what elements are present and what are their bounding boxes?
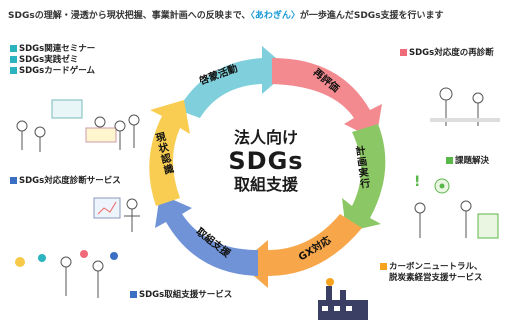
arrow-segment-support xyxy=(155,194,258,276)
service-diagnosis: SDGs対応度診断サービス xyxy=(19,176,121,186)
diagnosis-illustration xyxy=(93,197,140,232)
center-title-line3: 取組支援 xyxy=(233,175,298,194)
service-card-game: SDGsカードゲーム xyxy=(19,66,95,76)
reevaluation-illustration xyxy=(430,87,500,126)
service-carbon-neutral: カーボンニュートラル、 xyxy=(389,262,483,272)
headline-suffix: が一歩進んだSDGs支援を行います xyxy=(299,11,444,21)
headline: SDGsの理解・浸透から現状把握、事業計画への反映まで、〈あわぎん〉が一歩進んだ… xyxy=(8,8,444,21)
service-seminar: SDGs関連セミナー xyxy=(19,44,96,54)
services-mid-right: 課題解決 xyxy=(446,156,489,167)
center-title-line2: SDGs xyxy=(228,147,304,175)
services-top-left: SDGs関連セミナー SDGs実践ゼミ SDGsカードゲーム xyxy=(10,44,95,77)
arrow-segment-reevaluation xyxy=(272,58,382,140)
arrow-segment-gx xyxy=(240,214,362,288)
service-rediagnosis: SDGs対応度の再診断 xyxy=(409,48,494,58)
factory-illustration xyxy=(318,278,368,320)
services-mid-left: SDGs対応度診断サービス xyxy=(10,176,121,187)
headline-brand: 〈あわぎん〉 xyxy=(250,11,300,21)
arrow-segment-enlightenment xyxy=(178,46,290,118)
problem-solving-illustration: ! xyxy=(414,174,499,239)
service-practice-seminar: SDGs実践ゼミ xyxy=(19,55,79,65)
arrow-segment-plan-execution xyxy=(342,124,386,232)
service-problem-solving: 課題解決 xyxy=(455,156,490,166)
services-bottom-left: SDGs取組支援サービス xyxy=(130,290,232,301)
services-top-right: SDGs対応度の再診断 xyxy=(400,48,494,59)
support-illustration xyxy=(15,250,118,298)
service-decarbonization: 脱炭素経営支援サービス xyxy=(389,273,483,283)
headline-prefix: SDGsの理解・浸透から現状把握、事業計画への反映まで、 xyxy=(8,11,251,21)
seminar-illustration xyxy=(16,99,140,152)
service-support: SDGs取組支援サービス xyxy=(139,290,233,300)
arrow-segment-recognition xyxy=(149,100,190,206)
services-bottom-right: カーボンニュートラル、 脱炭素経営支援サービス xyxy=(380,262,483,284)
center-title-line1: 法人向け xyxy=(233,128,298,147)
svg-text:!: ! xyxy=(414,174,420,190)
center-title: 法人向け SDGs 取組支援 xyxy=(196,128,336,195)
